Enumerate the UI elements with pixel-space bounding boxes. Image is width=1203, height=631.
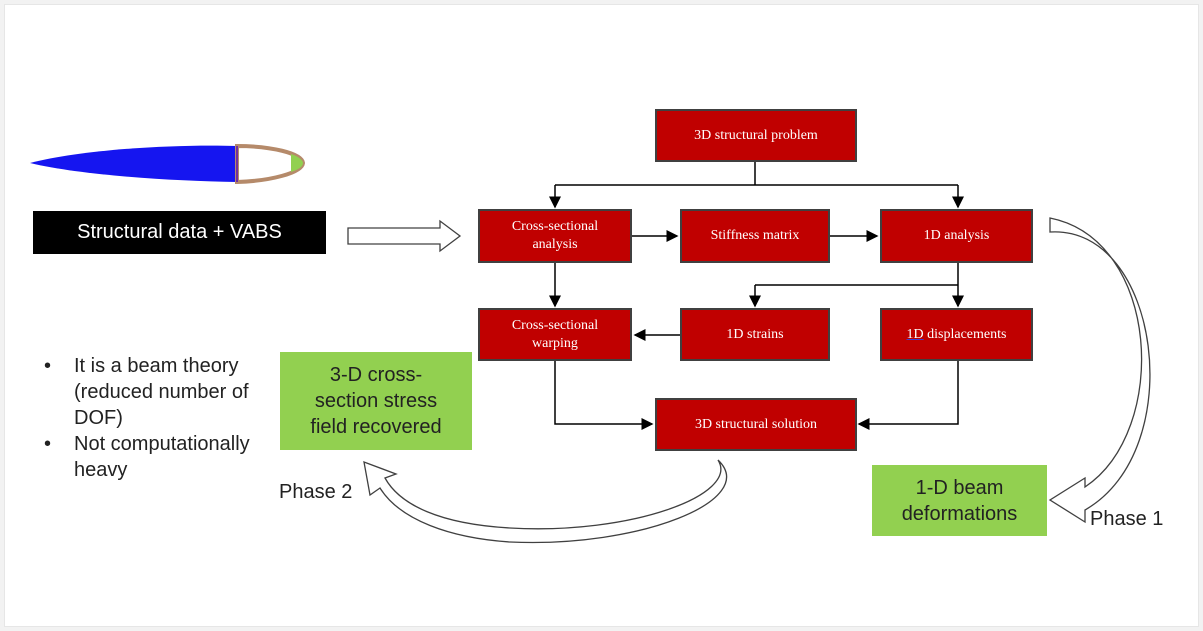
box-3d-structural-solution: 3D structural solution	[655, 398, 857, 451]
displacements-rest: displacements	[923, 326, 1007, 342]
phase1-curved-arrow	[1048, 217, 1151, 524]
bullet-dot-icon: •	[44, 433, 52, 455]
phase-1-label: Phase 1	[1090, 508, 1164, 530]
box-cross-sectional-analysis: Cross-sectional analysis	[478, 209, 632, 263]
box-cross-sectional-warping: Cross-sectional warping	[478, 308, 632, 361]
bullet-list: • It is a beam theory (reduced number of…	[44, 353, 284, 483]
box-3d-structural-problem: 3D structural problem	[655, 109, 857, 162]
result-beam-deformations: 1-D beam deformations	[872, 465, 1047, 536]
phase-2-label: Phase 2	[279, 481, 353, 503]
bullet-item: • Not computationally heavy	[44, 433, 250, 481]
result-stress-field: 3-D cross- section stress field recovere…	[280, 352, 472, 450]
airfoil-icon	[30, 143, 306, 185]
displacements-prefix: 1D	[906, 326, 924, 342]
box-1d-strains: 1D strains	[680, 308, 830, 361]
bullet-dot-icon: •	[44, 355, 52, 377]
flow-connectors	[549, 162, 964, 430]
box-stiffness-matrix: Stiffness matrix	[680, 209, 830, 263]
box-1d-analysis: 1D analysis	[880, 209, 1033, 263]
box-1d-displacements: 1D displacements	[880, 308, 1033, 361]
input-hollow-arrow	[347, 219, 462, 253]
phase2-curved-arrow	[363, 459, 727, 544]
bullet-item: • It is a beam theory (reduced number of…	[44, 355, 249, 429]
input-label: Structural data + VABS	[33, 211, 326, 254]
